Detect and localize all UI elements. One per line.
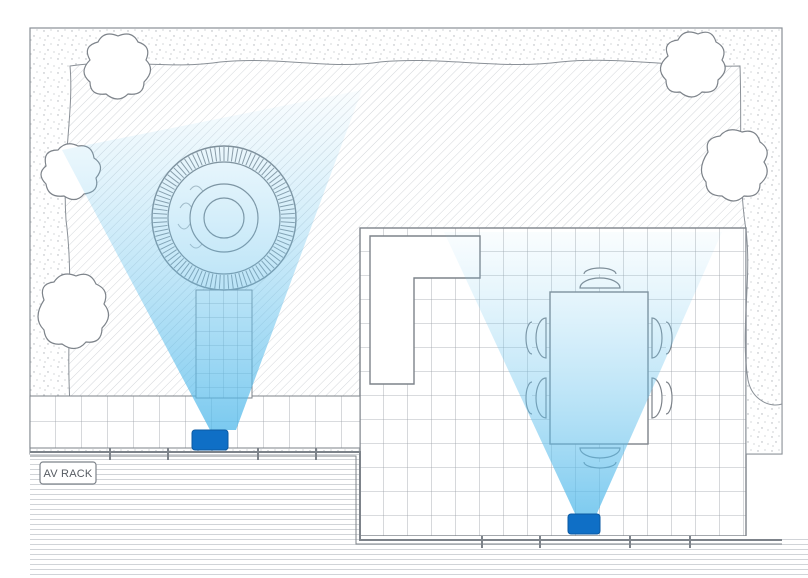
speaker-right-coverage (444, 232, 722, 520)
door-openings (109, 448, 691, 548)
outdoor-speaker-icon (191, 429, 229, 451)
tree-top-right (659, 31, 726, 98)
av-rack-label: AV RACK (44, 468, 93, 480)
dining-chair (651, 377, 673, 419)
av-rack[interactable]: AV RACK (39, 461, 97, 485)
house-wall (30, 451, 782, 545)
outdoor-speaker-icon (567, 513, 601, 535)
tree-top-left (83, 33, 152, 100)
gravel-border-right (744, 229, 783, 455)
speaker-left[interactable] (191, 429, 229, 451)
speaker-left-coverage (62, 90, 362, 430)
interior-room (360, 536, 808, 578)
tree-right-mid (700, 129, 768, 202)
tree-left-low (37, 273, 110, 350)
speaker-right[interactable] (567, 513, 601, 535)
